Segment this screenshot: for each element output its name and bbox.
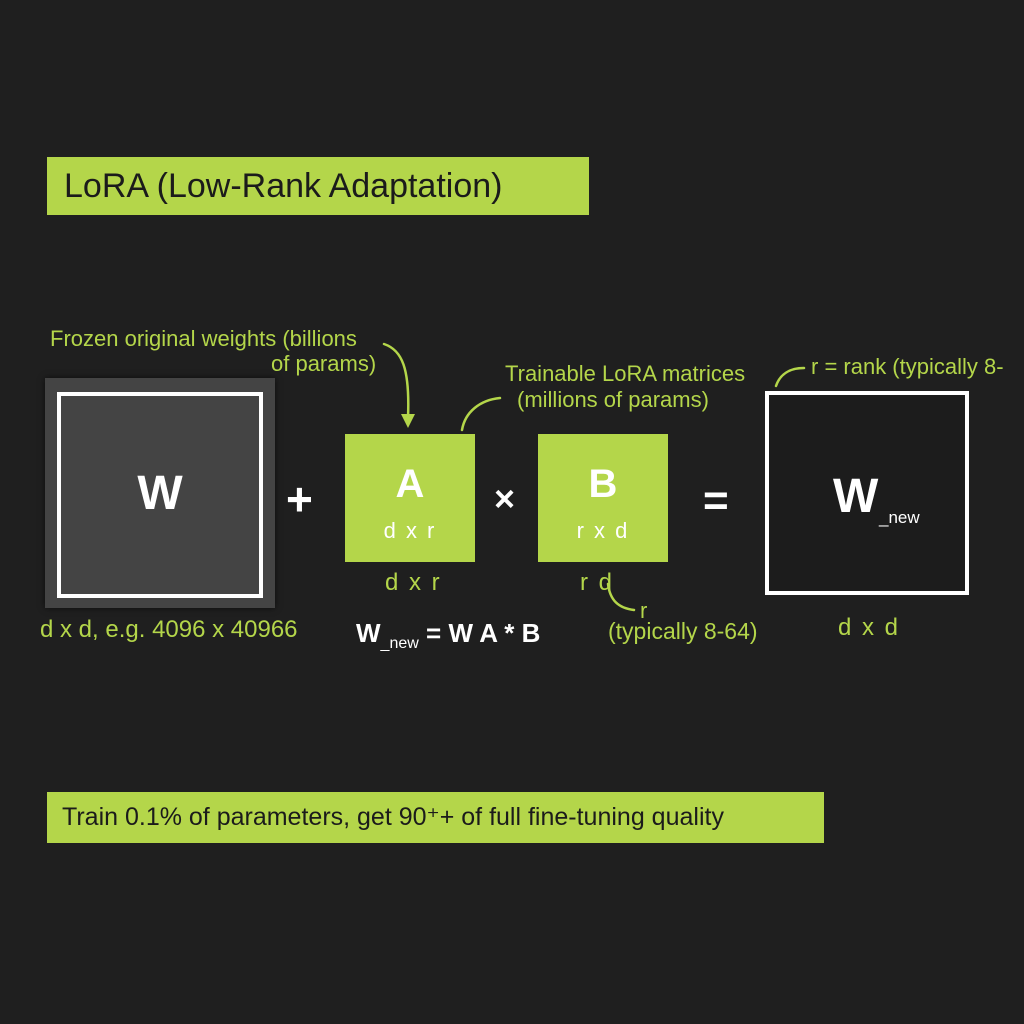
matrix-w-label: W xyxy=(137,467,183,520)
matrix-w-dims: d x d, e.g. 4096 x 40966 xyxy=(40,616,298,643)
equals-operator: = xyxy=(703,476,729,525)
footer-banner: Train 0.1% of parameters, get 90⁺+ of fu… xyxy=(47,792,824,843)
formula-lhs: W xyxy=(356,618,381,648)
trainable-annotation-line1: Trainable LoRA matrices xyxy=(505,361,746,386)
rank-arrow xyxy=(774,366,806,388)
matrix-b: B r x d xyxy=(538,434,668,562)
matrix-b-dims: r d xyxy=(580,569,615,596)
frozen-arrow xyxy=(382,342,410,420)
matrix-a-inner-dims: d x r xyxy=(383,518,437,543)
frozen-annotation-line2: of params) xyxy=(271,351,377,376)
matrix-a-dims: d x r xyxy=(385,569,442,596)
title-banner: LoRA (Low-Rank Adaptation) xyxy=(47,157,589,215)
lora-formula: W_new = W A * B xyxy=(356,618,540,653)
matrix-b-inner-dims: r x d xyxy=(576,518,630,543)
r-label: r xyxy=(640,598,648,623)
matrix-w-new: W _new xyxy=(765,391,969,595)
frozen-annotation-line1: Frozen original weights (billions xyxy=(50,326,357,351)
matrix-a: A d x r xyxy=(345,434,475,562)
matrix-b-label: B xyxy=(588,462,618,506)
formula-rhs: = W A * B xyxy=(426,618,541,648)
matrix-w-new-label: W xyxy=(833,470,879,523)
matrix-w-frozen: W xyxy=(45,378,275,608)
matrix-a-label: A xyxy=(395,462,425,506)
matrix-w-new-dims: d x d xyxy=(838,614,901,641)
diagram-title: LoRA (Low-Rank Adaptation) xyxy=(64,167,503,205)
frozen-arrowhead xyxy=(401,414,415,428)
formula-lhs-subscript: _new xyxy=(380,635,419,652)
footer-text: Train 0.1% of parameters, get 90⁺+ of fu… xyxy=(62,803,724,831)
trainable-arrow xyxy=(460,396,502,432)
matrix-w-border xyxy=(57,392,263,598)
typically-annotation: (typically 8-64) xyxy=(608,618,758,644)
matrix-w-new-subscript: _new xyxy=(879,508,920,527)
trainable-annotation-line2: (millions of params) xyxy=(517,387,709,412)
times-operator: × xyxy=(494,478,516,519)
rank-annotation: r = rank (typically 8- xyxy=(811,354,1004,379)
plus-operator: + xyxy=(286,473,313,525)
